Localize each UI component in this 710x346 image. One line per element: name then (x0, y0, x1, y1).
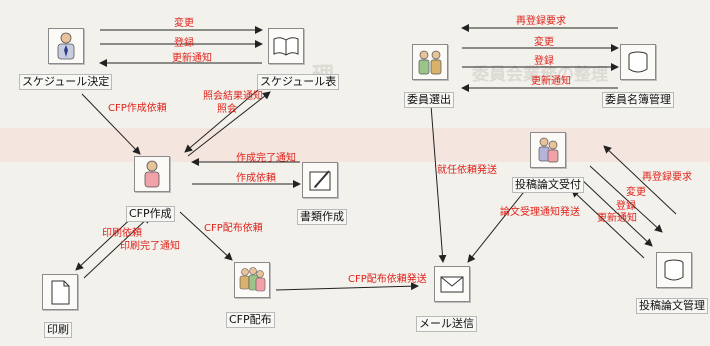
edge-label-inquiry: 照会 (217, 104, 237, 115)
edge-label-receipt-notice-send: 論文受理通知発送 (500, 207, 580, 218)
edge-label-inquiry-result: 照会結果通知 (203, 91, 263, 102)
edge-change-c (589, 165, 663, 233)
edge-update-notice-c (571, 189, 645, 259)
edge-cfp-distribution-request (179, 211, 233, 261)
database-icon (620, 44, 656, 80)
edge-label-appointment-send: 就任依頼発送 (437, 165, 497, 176)
node-label: 投稿論文管理 (636, 298, 708, 314)
node-label: スケジュール表 (257, 74, 340, 90)
edge-label-change-c: 変更 (626, 187, 646, 198)
node-label: 委員選出 (404, 92, 454, 108)
node-label: 印刷 (44, 322, 72, 338)
edge-label-cfp-distribution-send: CFP配布依頼発送 (348, 274, 427, 285)
edge-inquiry (187, 91, 271, 157)
edge-label-reregister-request-c: 再登録要求 (642, 172, 692, 183)
edge-label-register-b: 登録 (534, 56, 554, 67)
node-label: 書類作成 (297, 209, 347, 225)
edge-label-update-notice-c: 更新通知 (597, 213, 637, 224)
edge-print-complete (83, 215, 151, 279)
edge-reregister-request-c (603, 145, 677, 215)
person-icon (134, 156, 170, 192)
edge-label-change-b: 変更 (534, 37, 554, 48)
edge-label-cfp-distribution-request: CFP配布依頼 (204, 223, 263, 234)
edge-label-register-a: 登録 (174, 38, 194, 49)
pen-paper-icon (302, 162, 338, 198)
open-book-icon (268, 28, 304, 64)
edge-label-creation-request: 作成依頼 (236, 173, 276, 184)
node-label: CFP配布 (226, 312, 275, 328)
node-label: CFP作成 (126, 206, 175, 222)
background-band (0, 128, 710, 162)
edge-label-creation-complete: 作成完了通知 (236, 153, 296, 164)
edge-register-c (579, 177, 653, 247)
edge-label-register-c: 登録 (616, 201, 636, 212)
node-label: 投稿論文受付 (512, 177, 584, 193)
edge-label-print-complete: 印刷完了通知 (120, 241, 180, 252)
edge-inquiry-result (184, 83, 266, 153)
database-icon (656, 252, 692, 288)
edge-cfp-distribution-send (275, 282, 419, 291)
edge-cfp-request (81, 93, 141, 155)
edge-label-update-notice-a: 更新通知 (172, 53, 212, 64)
group-people-icon (412, 44, 448, 80)
edge-appointment-send (429, 91, 447, 263)
envelope-icon (434, 266, 470, 302)
edge-label-reregister-request-b: 再登録要求 (516, 16, 566, 27)
edge-label-print-request: 印刷依頼 (102, 228, 142, 239)
background-ghost-title: 委員会業務の整理 (472, 65, 608, 85)
edge-label-update-notice-b: 更新通知 (531, 76, 571, 87)
node-label: 委員名簿管理 (602, 92, 674, 108)
crowd-icon (234, 262, 270, 298)
document-icon (42, 274, 78, 310)
node-label: スケジュール決定 (19, 74, 113, 90)
edge-label-change-a: 変更 (174, 18, 194, 29)
group-people-icon (530, 132, 566, 168)
edge-label-cfp-request: CFP作成依頼 (108, 103, 167, 114)
person-tie-icon (48, 28, 84, 64)
node-label: メール送信 (416, 316, 477, 332)
